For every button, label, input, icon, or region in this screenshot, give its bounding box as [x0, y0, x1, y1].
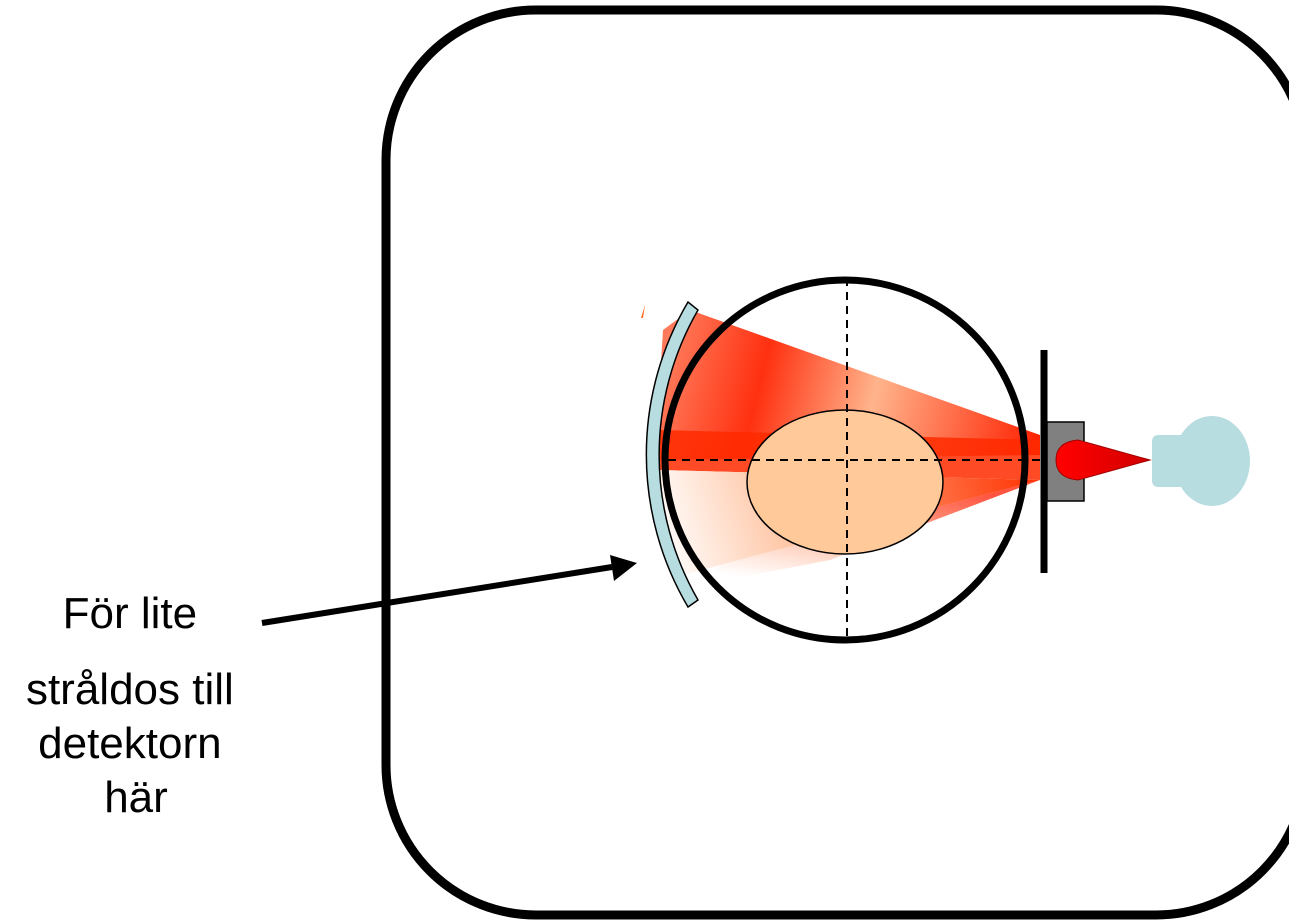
- xray-tube: [1152, 416, 1250, 506]
- annotation-arrow-shaft: [261, 564, 613, 626]
- gantry-frame: [381, 5, 1289, 920]
- annotation-line-2: stråldos till: [26, 665, 234, 714]
- beam-stray-tick: [641, 305, 645, 318]
- annotation-line-1: För lite: [63, 589, 197, 638]
- annotation-arrow: [261, 555, 637, 626]
- xray-tube-bulb: [1174, 416, 1250, 506]
- beam-upper-wedge: [655, 310, 1040, 460]
- detector-arc: [645, 300, 699, 609]
- annotation-line-3: detektorn: [38, 719, 221, 768]
- patient-body: [746, 409, 944, 555]
- annotation-arrow-head: [610, 555, 637, 581]
- xray-source-cone: [1055, 439, 1152, 481]
- annotation-label: För lite stråldos till detektorn här: [26, 589, 246, 822]
- annotation-line-4: här: [104, 773, 168, 822]
